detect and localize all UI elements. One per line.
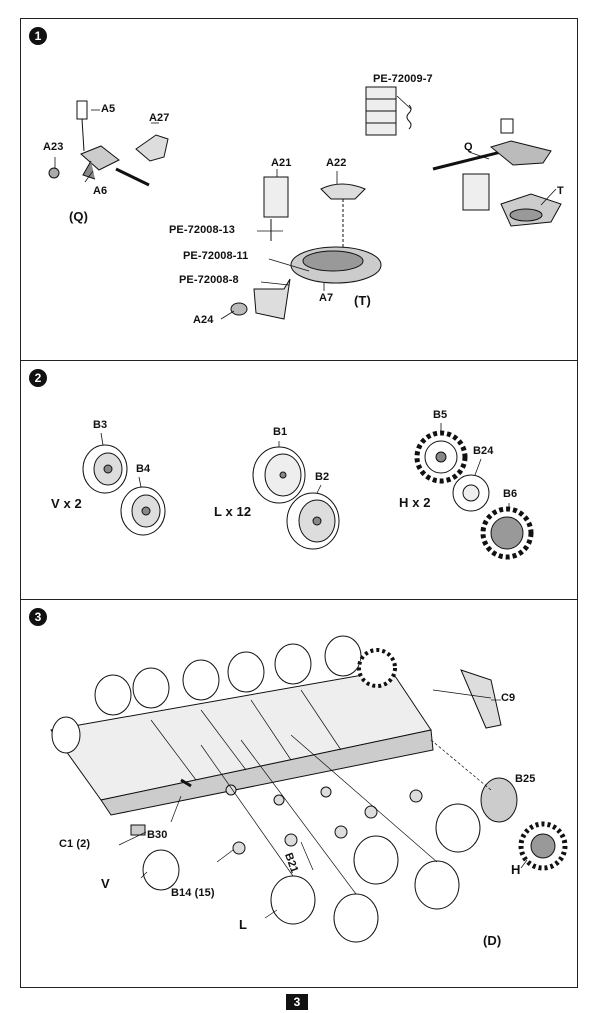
label-pe-72008-13: PE-72008-13 [169, 224, 235, 236]
label-t: T [557, 185, 564, 197]
label-q: Q [464, 141, 473, 153]
label-c1: C1 (2) [59, 838, 91, 850]
label-b14: B14 (15) [171, 887, 215, 899]
label-pe-72009-7: PE-72009-7 [373, 73, 433, 85]
lower-road-wheels [142, 803, 481, 943]
step-number: 3 [29, 608, 47, 626]
label-b4: B4 [136, 463, 151, 475]
label-h-count: H x 2 [399, 495, 431, 510]
step-2-illustration [82, 423, 534, 560]
label-d-group: (D) [483, 933, 502, 948]
assembled-mount-t [432, 118, 562, 227]
label-l-count: L x 12 [214, 504, 252, 519]
label-a22: A22 [326, 157, 347, 169]
upper-road-wheels [51, 635, 397, 754]
label-a5: A5 [101, 103, 116, 115]
sprocket-b6 [480, 506, 534, 560]
label-a27: A27 [149, 112, 170, 124]
label-v: V [101, 876, 110, 891]
label-b25: B25 [515, 773, 536, 785]
label-b3: B3 [93, 419, 108, 431]
label-t-group: (T) [354, 293, 371, 308]
step-number: 1 [29, 27, 47, 45]
ammo-box-pe72009-7 [365, 86, 412, 136]
wheel-b2 [286, 492, 340, 550]
label-a24: A24 [193, 314, 214, 326]
label-a6: A6 [93, 185, 108, 197]
label-a7: A7 [319, 292, 334, 304]
sprocket-b5 [414, 430, 468, 484]
step-2-panel: 2 [20, 360, 578, 600]
part-c1 [130, 824, 146, 836]
label-pe-72008-8: PE-72008-8 [179, 274, 239, 286]
wheel-b1 [252, 446, 306, 504]
ring-b24 [452, 474, 490, 512]
label-b6: B6 [503, 488, 518, 500]
turret-ring-t [230, 176, 382, 320]
label-b2: B2 [315, 471, 330, 483]
wheel-b4 [120, 486, 166, 536]
label-b30: B30 [147, 829, 168, 841]
label-h: H [511, 862, 521, 877]
step-1-panel: 1 [20, 18, 578, 361]
part-c9 [460, 669, 502, 729]
label-a23: A23 [43, 141, 64, 153]
label-pe-72008-11: PE-72008-11 [183, 250, 249, 262]
label-b1: B1 [273, 426, 288, 438]
machine-gun-assembly-q [48, 100, 169, 187]
label-b24: B24 [473, 445, 494, 457]
label-v-count: V x 2 [51, 496, 82, 511]
step-3-panel: 3 [20, 599, 578, 988]
step-1-illustration [48, 86, 562, 320]
wheel-b3 [82, 444, 128, 494]
step-number: 2 [29, 369, 47, 387]
step-3-illustration [50, 635, 568, 943]
label-b5: B5 [433, 409, 448, 421]
label-a21: A21 [271, 157, 292, 169]
part-b25 [480, 777, 518, 823]
label-l: L [239, 917, 248, 932]
label-c9: C9 [501, 692, 516, 704]
label-q-group: (Q) [69, 209, 89, 224]
page-number: 3 [286, 994, 308, 1010]
